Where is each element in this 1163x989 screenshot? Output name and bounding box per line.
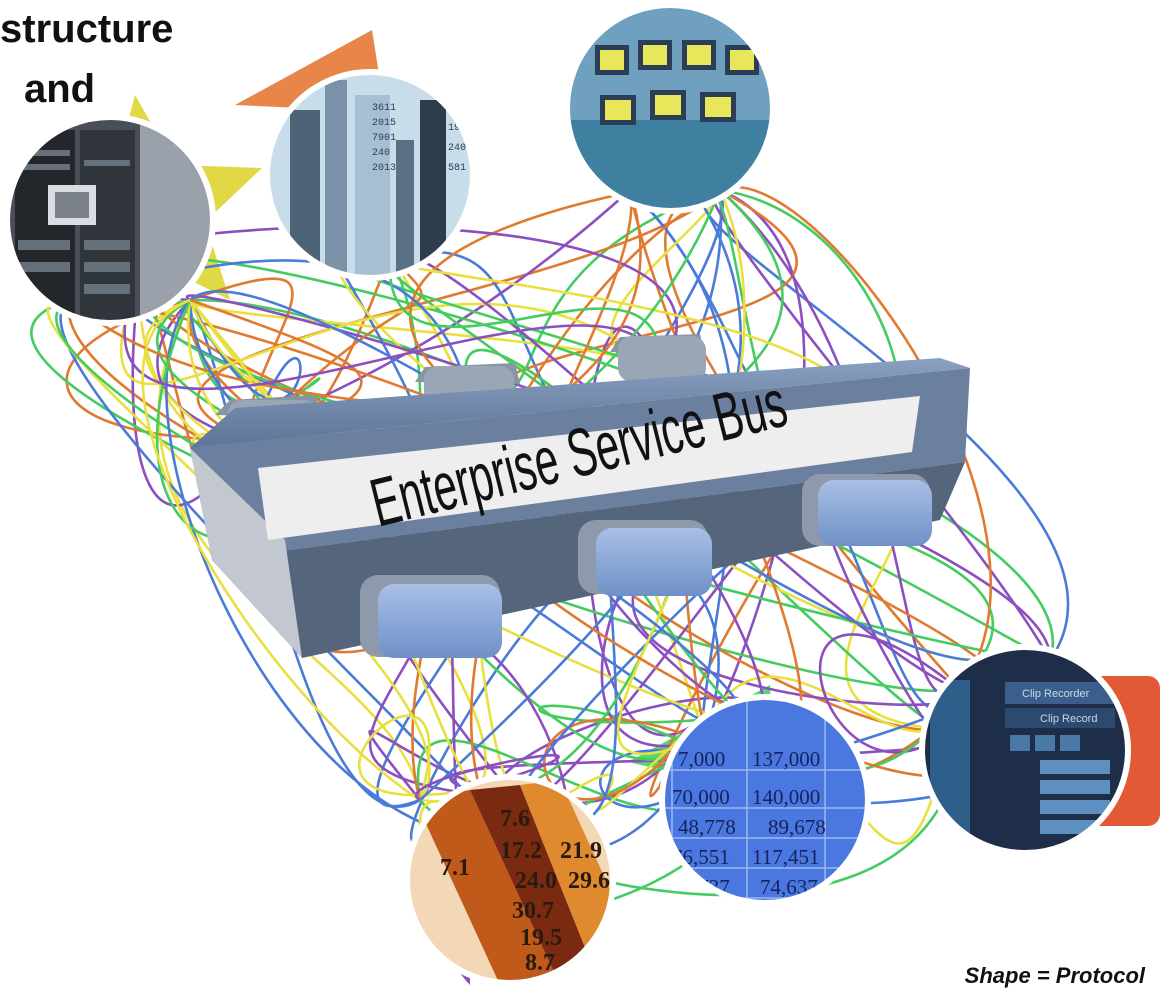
node-data-towers: 3611 2015 7901 240 2013 19 240 581 [264, 69, 476, 281]
connection-wire [388, 254, 662, 371]
svg-text:240: 240 [448, 143, 466, 154]
sheet-cell: 137,000 [752, 747, 820, 771]
connection-wire [357, 714, 471, 801]
svg-text:19: 19 [448, 123, 460, 134]
heading-line-1: structure [0, 7, 174, 51]
connection-wire [141, 298, 421, 802]
connection-wire [123, 269, 662, 391]
connection-wire [616, 189, 746, 755]
svg-text:2013: 2013 [372, 163, 396, 174]
node-stock-ticker: 7.6 17.2 21.9 24.0 29.6 30.7 19.5 8.7 7.… [404, 774, 616, 986]
svg-text:7901: 7901 [372, 133, 396, 144]
spreadsheet-values: 7,000 137,000 70,000 140,000 48,778 89,6… [672, 747, 826, 929]
sheet-cell: 89,678 [768, 815, 826, 839]
sheet-cell: 117,451 [752, 845, 819, 869]
sheet-cell: 70,400 [760, 905, 818, 929]
ticker-value: 24.0 [515, 868, 557, 894]
connection-wire [368, 619, 521, 802]
svg-text:3611: 3611 [372, 103, 396, 114]
connection-wire [188, 299, 302, 441]
spreadsheet-icon [659, 694, 871, 906]
ticker-values: 7.6 17.2 21.9 24.0 29.6 30.7 19.5 8.7 7.… [440, 806, 610, 976]
clip-recorder-icon [919, 644, 1131, 856]
ticker-value: 7.1 [440, 855, 470, 881]
sheet-cell: 7,000 [678, 747, 725, 771]
node-monitors [564, 2, 776, 214]
enterprise-service-bus: Enterprise Service Bus [190, 334, 970, 658]
recorder-title: Clip Recorder [1022, 688, 1090, 700]
sheet-cell: 70,000 [672, 785, 730, 809]
ticker-value: 21.9 [560, 838, 602, 864]
monitors-icon [564, 2, 776, 214]
node-clip-recorder: Clip Recorder Clip Record [919, 644, 1131, 856]
ticker-value: 29.6 [568, 868, 610, 894]
node-spreadsheet: 7,000 137,000 70,000 140,000 48,778 89,6… [659, 694, 871, 929]
ticker-value: 17.2 [500, 838, 542, 864]
legend-note: Shape = Protocol [964, 963, 1145, 988]
bus-connector [360, 474, 932, 658]
svg-text:240: 240 [372, 148, 390, 159]
svg-text:2015: 2015 [372, 118, 396, 129]
svg-text:581: 581 [448, 163, 466, 174]
sheet-cell: 48,778 [678, 815, 736, 839]
ticker-value: 7.6 [500, 806, 530, 832]
ticker-value: 19.5 [520, 925, 562, 951]
connection-wire [119, 269, 661, 386]
ticker-value: 30.7 [512, 898, 554, 924]
sheet-cell: 140,000 [752, 785, 820, 809]
data-towers-icon [264, 69, 476, 281]
server-rack-icon [4, 114, 216, 326]
connection-wire [239, 254, 423, 451]
heading-line-2: and [24, 67, 96, 111]
connection-wire [818, 633, 961, 754]
sheet-cell: 500 [700, 905, 732, 929]
stock-ticker-icon [404, 774, 616, 986]
recorder-subtitle: Clip Record [1040, 713, 1097, 725]
connection-wire [415, 753, 560, 802]
